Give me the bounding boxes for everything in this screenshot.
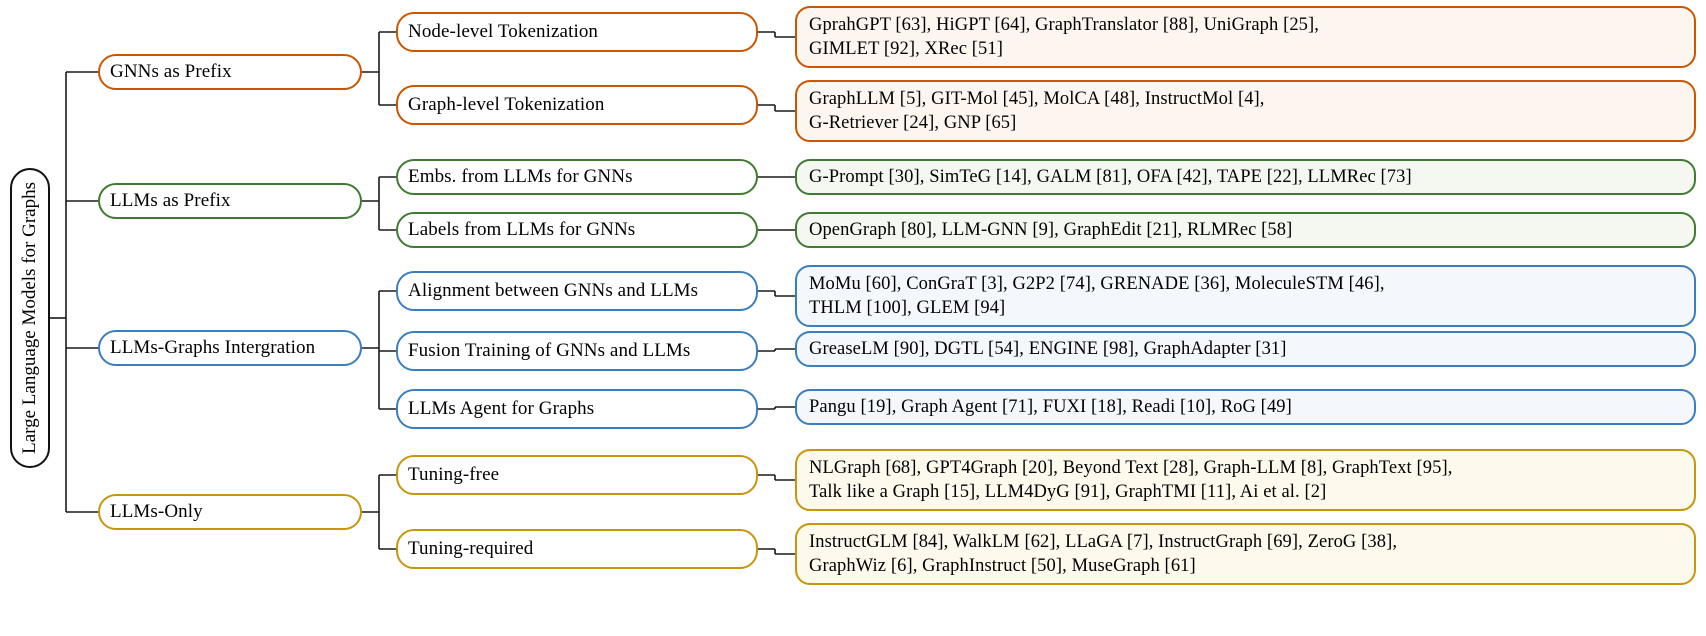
leaf-embs-from-llms-for-gnns[interactable]: G-Prompt [30], SimTeG [14], GALM [81], O… bbox=[795, 159, 1696, 195]
category-label: Fusion Training of GNNs and LLMs bbox=[408, 340, 691, 362]
branch-llms-only[interactable]: LLMs-Only bbox=[98, 494, 362, 530]
leaf-labels-from-llms-for-gnns[interactable]: OpenGraph [80], LLM-GNN [9], GraphEdit [… bbox=[795, 212, 1696, 248]
category-label: Labels from LLMs for GNNs bbox=[408, 219, 636, 241]
category-tuning-free[interactable]: Tuning-free bbox=[396, 455, 758, 495]
category-label: Embs. from LLMs for GNNs bbox=[408, 166, 633, 188]
leaf-tuning-free[interactable]: NLGraph [68], GPT4Graph [20], Beyond Tex… bbox=[795, 449, 1696, 511]
leaf-fusion-training-of-gnns-and-llms[interactable]: GreaseLM [90], DGTL [54], ENGINE [98], G… bbox=[795, 331, 1696, 367]
category-label: LLMs Agent for Graphs bbox=[408, 398, 595, 420]
leaf-references: InstructGLM [84], WalkLM [62], LLaGA [7]… bbox=[809, 531, 1398, 576]
category-label: Tuning-free bbox=[408, 464, 500, 486]
branch-llms-as-prefix[interactable]: LLMs as Prefix bbox=[98, 183, 362, 219]
category-graph-level-tokenization[interactable]: Graph-level Tokenization bbox=[396, 85, 758, 125]
category-labels-from-llms-for-gnns[interactable]: Labels from LLMs for GNNs bbox=[396, 212, 758, 248]
category-label: Node-level Tokenization bbox=[408, 21, 599, 43]
leaf-references: Pangu [19], Graph Agent [71], FUXI [18],… bbox=[809, 396, 1292, 417]
branch-gnns-as-prefix[interactable]: GNNs as Prefix bbox=[98, 54, 362, 90]
root-node: Large Language Models for Graphs bbox=[10, 168, 50, 468]
category-llms-agent-for-graphs[interactable]: LLMs Agent for Graphs bbox=[396, 389, 758, 429]
category-label: Alignment between GNNs and LLMs bbox=[408, 280, 699, 302]
leaf-node-level-tokenization[interactable]: GprahGPT [63], HiGPT [64], GraphTranslat… bbox=[795, 6, 1696, 68]
category-tuning-required[interactable]: Tuning-required bbox=[396, 529, 758, 569]
branch-label: LLMs as Prefix bbox=[110, 190, 231, 212]
category-node-level-tokenization[interactable]: Node-level Tokenization bbox=[396, 12, 758, 52]
leaf-references: OpenGraph [80], LLM-GNN [9], GraphEdit [… bbox=[809, 219, 1293, 240]
branch-label: LLMs-Only bbox=[110, 501, 203, 523]
leaf-references: GprahGPT [63], HiGPT [64], GraphTranslat… bbox=[809, 14, 1320, 59]
leaf-references: G-Prompt [30], SimTeG [14], GALM [81], O… bbox=[809, 166, 1412, 187]
leaf-llms-agent-for-graphs[interactable]: Pangu [19], Graph Agent [71], FUXI [18],… bbox=[795, 389, 1696, 425]
leaf-references: MoMu [60], ConGraT [3], G2P2 [74], GRENA… bbox=[809, 273, 1385, 318]
leaf-references: GreaseLM [90], DGTL [54], ENGINE [98], G… bbox=[809, 338, 1287, 359]
leaf-graph-level-tokenization[interactable]: GraphLLM [5], GIT-Mol [45], MolCA [48], … bbox=[795, 80, 1696, 142]
leaf-references: NLGraph [68], GPT4Graph [20], Beyond Tex… bbox=[809, 457, 1453, 502]
leaf-references: GraphLLM [5], GIT-Mol [45], MolCA [48], … bbox=[809, 88, 1265, 133]
category-label: Graph-level Tokenization bbox=[408, 94, 605, 116]
leaf-alignment-between-gnns-and-llms[interactable]: MoMu [60], ConGraT [3], G2P2 [74], GRENA… bbox=[795, 265, 1696, 327]
category-fusion-training-of-gnns-and-llms[interactable]: Fusion Training of GNNs and LLMs bbox=[396, 331, 758, 371]
root-label: Large Language Models for Graphs bbox=[19, 182, 40, 454]
branch-llms-graphs-integration[interactable]: LLMs-Graphs Intergration bbox=[98, 330, 362, 366]
category-label: Tuning-required bbox=[408, 538, 534, 560]
leaf-tuning-required[interactable]: InstructGLM [84], WalkLM [62], LLaGA [7]… bbox=[795, 523, 1696, 585]
branch-label: GNNs as Prefix bbox=[110, 61, 232, 83]
category-alignment-between-gnns-and-llms[interactable]: Alignment between GNNs and LLMs bbox=[396, 271, 758, 311]
branch-label: LLMs-Graphs Intergration bbox=[110, 337, 316, 359]
category-embs-from-llms-for-gnns[interactable]: Embs. from LLMs for GNNs bbox=[396, 159, 758, 195]
